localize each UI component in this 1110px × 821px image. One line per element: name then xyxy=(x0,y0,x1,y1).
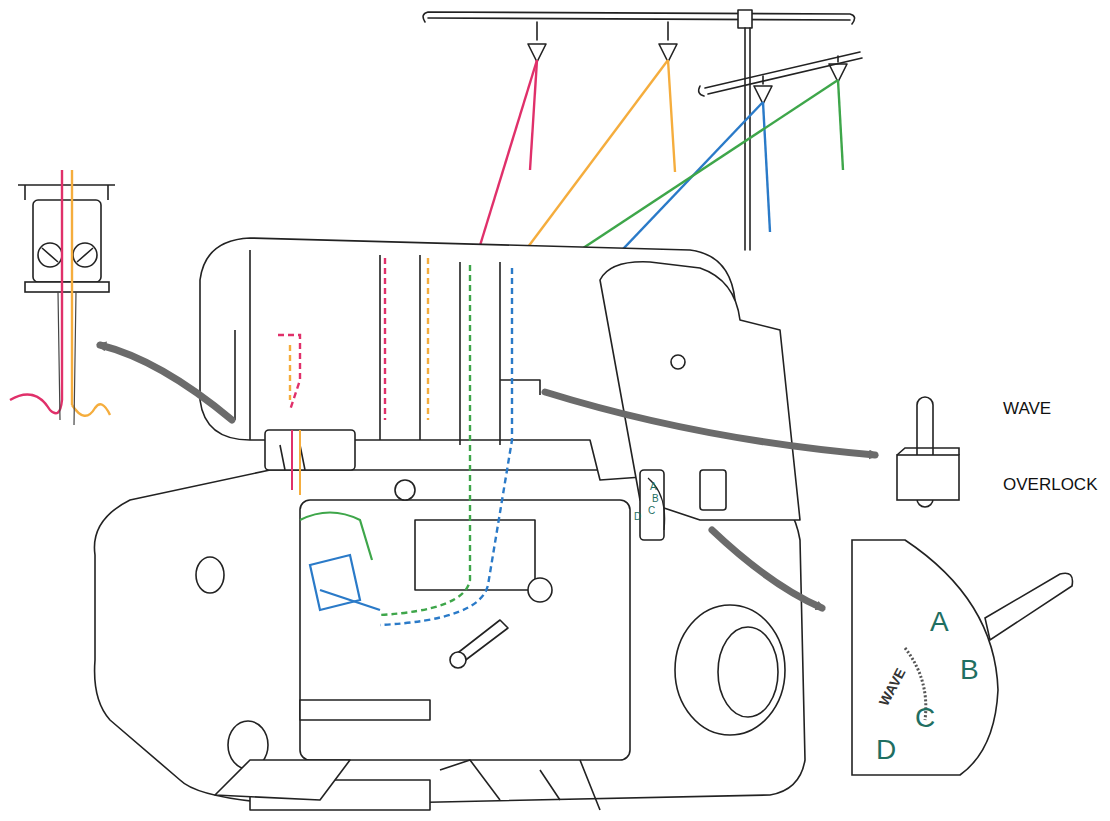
dial-letter: C xyxy=(915,704,935,732)
switch-label: WAVE xyxy=(1003,400,1051,417)
switch-label: OVERLOCK xyxy=(1003,476,1097,493)
dial-letter: D xyxy=(634,512,641,522)
dial-letter: A xyxy=(650,482,657,492)
dial-letter: B xyxy=(652,494,659,504)
dial-letter: D xyxy=(876,736,896,764)
dial-letter: C xyxy=(648,506,655,516)
dial-letter: A xyxy=(930,608,949,636)
dial-letter: B xyxy=(960,656,979,684)
